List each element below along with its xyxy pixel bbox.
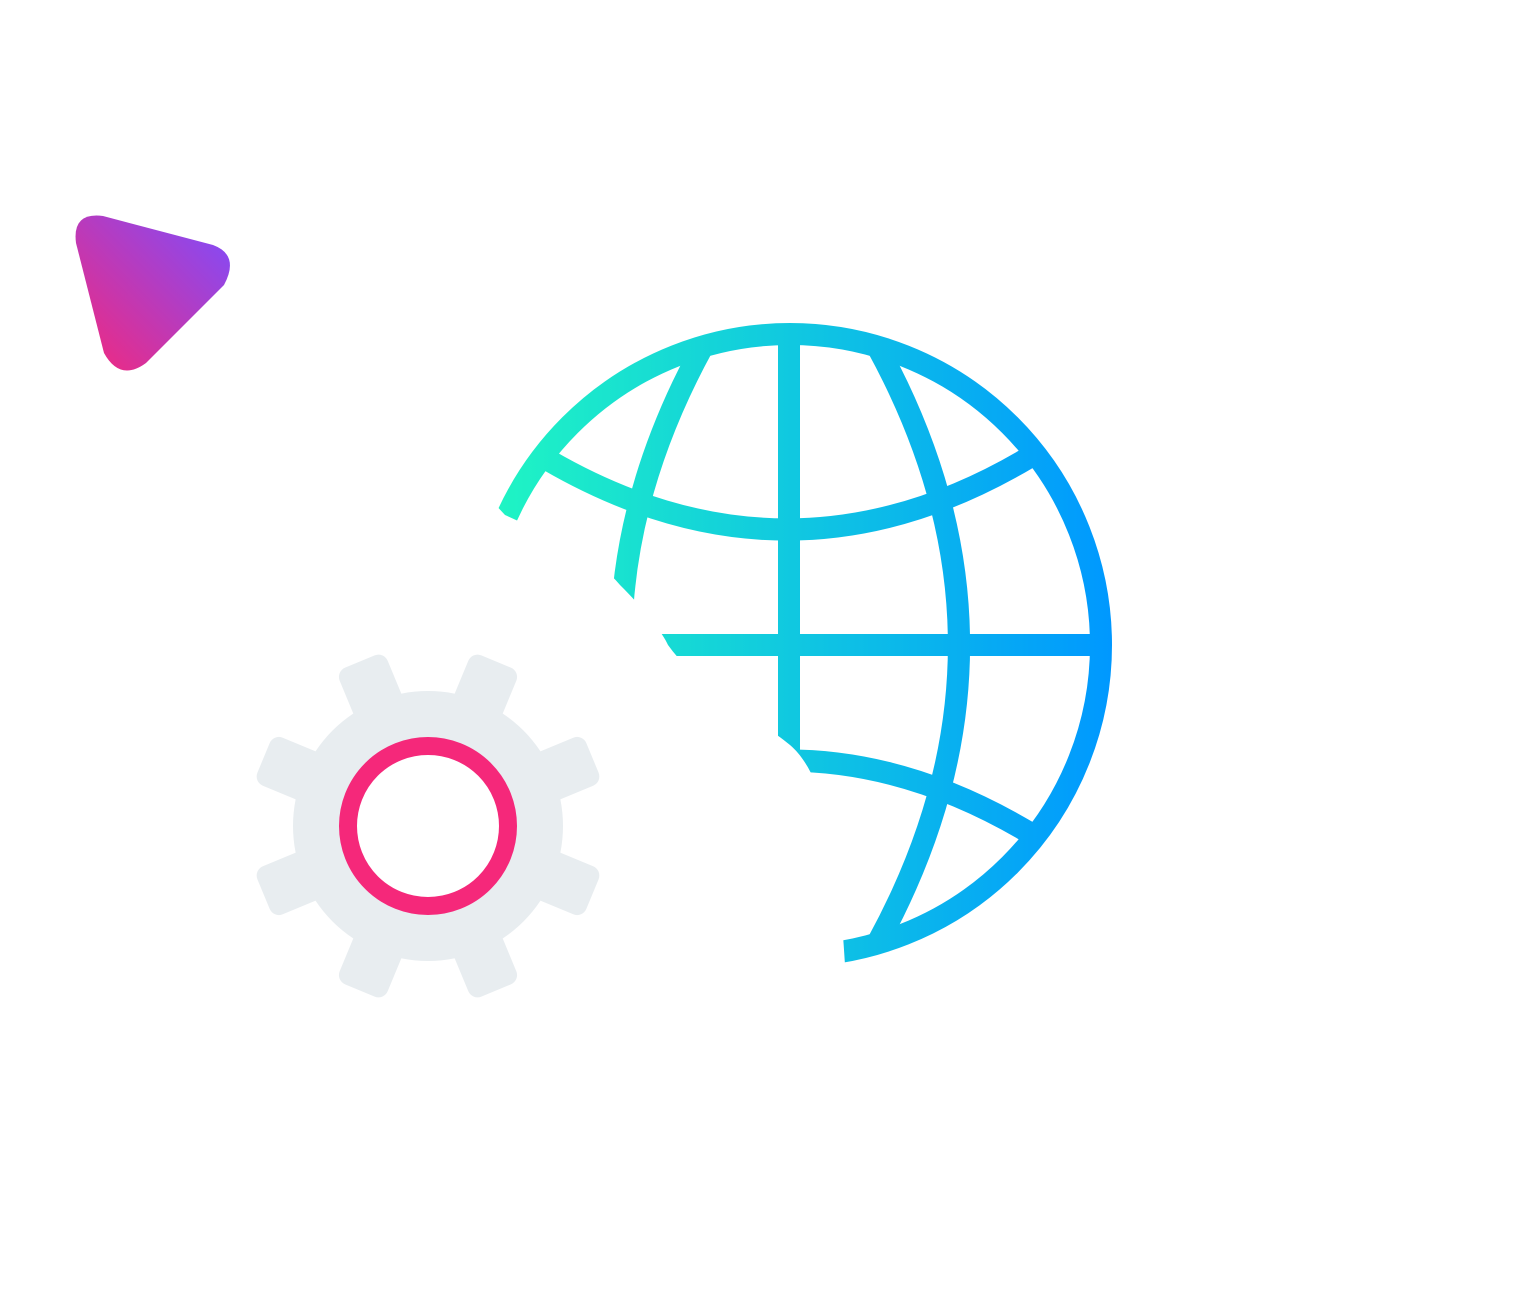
gear-icon	[256, 654, 600, 998]
play-triangle-icon	[75, 215, 230, 371]
gear-ring	[339, 737, 517, 915]
globe-icon	[468, 323, 1112, 967]
